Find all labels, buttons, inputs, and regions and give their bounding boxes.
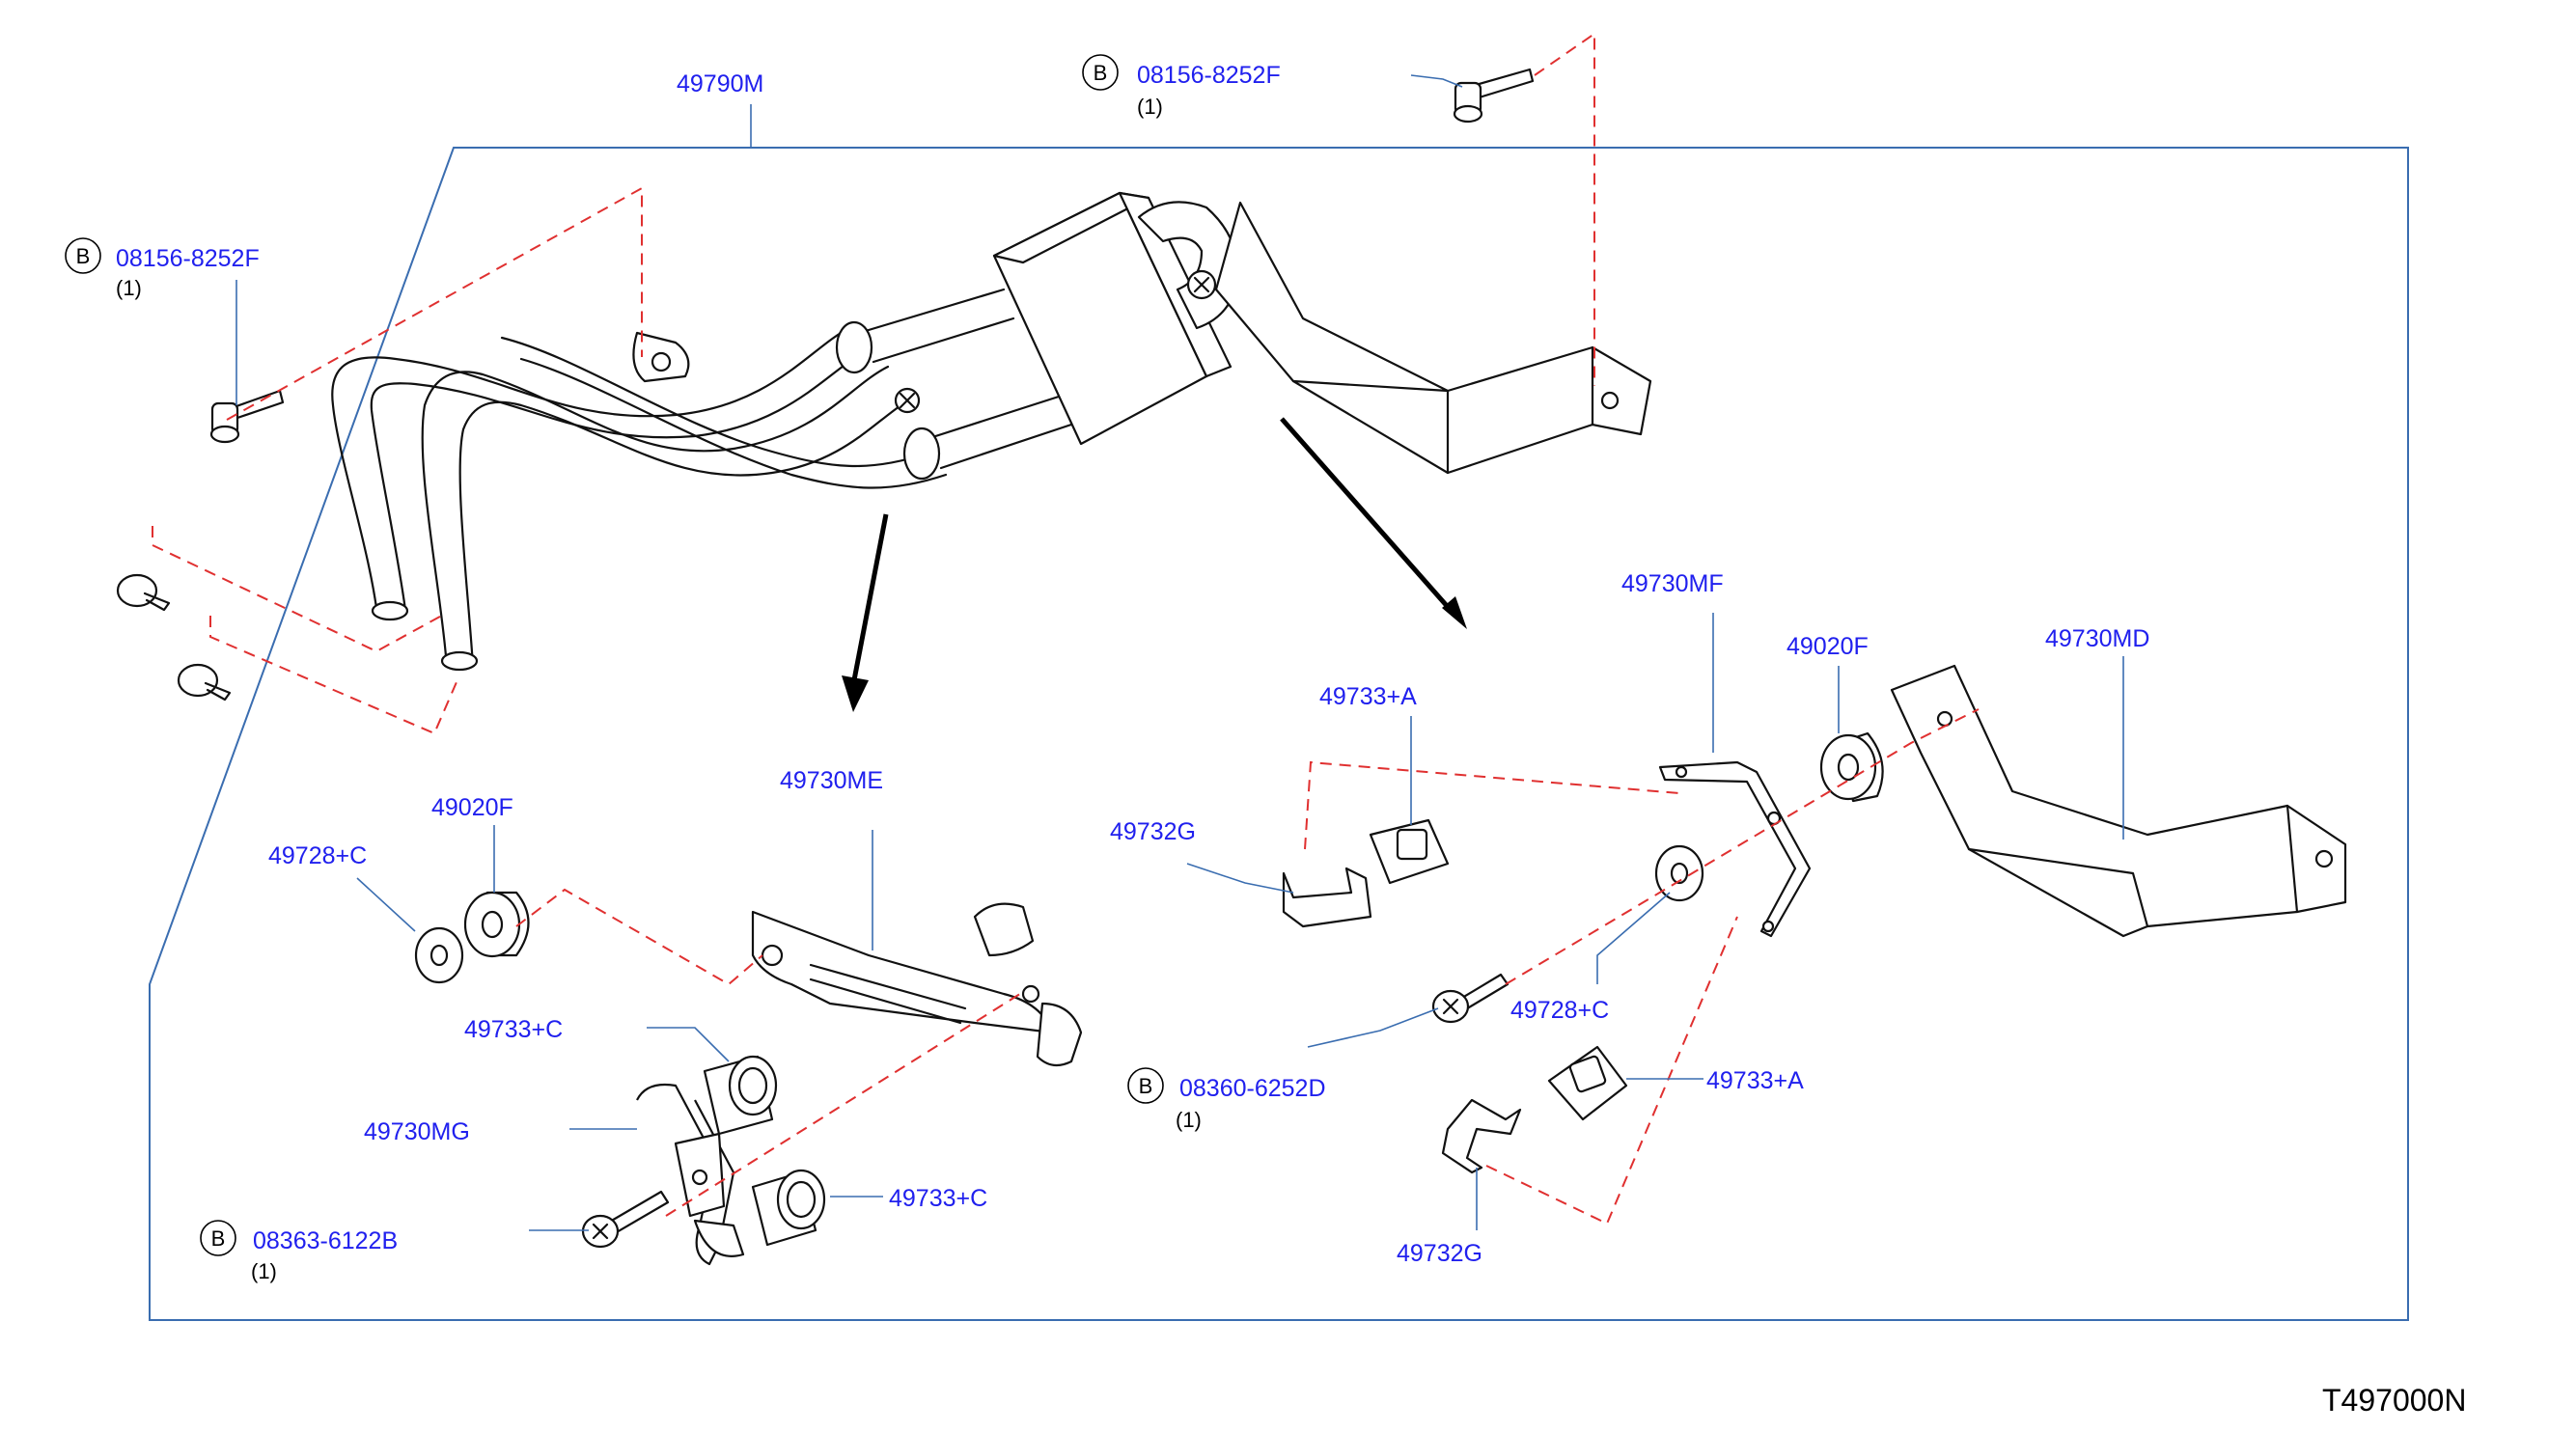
callout-bolt-bottom-left[interactable]: B 08363-6122B (1) (200, 1220, 398, 1283)
bracket-md-icon (1890, 664, 2347, 938)
label-grommet-right[interactable]: 49020F (1787, 633, 1869, 660)
callout-bolt-left[interactable]: B 08156-8252F (1) (65, 237, 260, 300)
oil-cooler-assembly (331, 191, 1652, 672)
arrow-to-left-detail-icon (842, 513, 889, 712)
label-clamp-c-upper[interactable]: 49733+C (464, 1016, 563, 1043)
callout-bolt-right[interactable]: B 08360-6252D (1) (1127, 1067, 1326, 1132)
clip-upper-icon (1282, 867, 1372, 928)
bracket-mf-icon (1658, 760, 1812, 938)
label-bolt-left: 08156-8252F (116, 245, 260, 272)
hose-clamp-upper-icon (116, 573, 171, 612)
assembly-frame (149, 147, 2409, 1321)
label-clip-lower[interactable]: 49732G (1397, 1240, 1482, 1267)
washer-left-icon (414, 926, 464, 984)
label-bolt-top: 08156-8252F (1137, 62, 1281, 89)
label-clamp-a-lower[interactable]: 49733+A (1706, 1067, 1804, 1094)
bolt-left-icon (209, 389, 285, 444)
clamp-c-upper-icon (703, 1055, 778, 1136)
label-assembly[interactable]: 49790M (677, 70, 763, 97)
label-bolt-bottom-left: 08363-6122B (253, 1227, 398, 1254)
bolt-right-icon (1431, 973, 1510, 1024)
label-bracket-mf[interactable]: 49730MF (1621, 570, 1724, 597)
label-grommet-left[interactable]: 49020F (431, 794, 513, 821)
bolt-top-icon (1453, 68, 1535, 124)
bolt-marker-top: B (1094, 61, 1108, 85)
label-clamp-c-lower[interactable]: 49733+C (889, 1185, 987, 1212)
bracket-me-icon (751, 902, 1083, 1067)
grommet-right-icon (1819, 731, 1884, 803)
label-washer-right[interactable]: 49728+C (1510, 997, 1609, 1024)
clamp-a-lower-icon (1547, 1045, 1628, 1121)
washer-right-icon (1654, 844, 1704, 902)
label-washer-left[interactable]: 49728+C (268, 842, 367, 869)
bracket-mg-icon (636, 1083, 745, 1266)
bolt-marker-right: B (1139, 1074, 1153, 1098)
label-bolt-right: 08360-6252D (1179, 1075, 1326, 1102)
bolt-bottom-left-icon (581, 1190, 670, 1249)
label-clip-upper[interactable]: 49732G (1110, 818, 1196, 845)
qty-bolt-left: (1) (116, 276, 142, 300)
arrow-to-right-detail-icon (1280, 417, 1467, 629)
callout-bolt-top[interactable]: B 08156-8252F (1) (1082, 54, 1281, 119)
label-bracket-me[interactable]: 49730ME (780, 767, 883, 794)
qty-bolt-right: (1) (1176, 1108, 1202, 1132)
bolt-marker-bottom-left: B (211, 1226, 226, 1251)
qty-bolt-top: (1) (1137, 95, 1163, 119)
label-clamp-a-upper[interactable]: 49733+A (1319, 683, 1417, 710)
label-bracket-mg[interactable]: 49730MG (364, 1118, 470, 1145)
label-bracket-md[interactable]: 49730MD (2045, 625, 2149, 652)
qty-bolt-bottom-left: (1) (251, 1259, 277, 1283)
clip-lower-icon (1441, 1098, 1522, 1174)
hose-clamp-lower-icon (177, 663, 232, 702)
clamp-a-upper-icon (1369, 818, 1450, 885)
bolt-marker-left: B (76, 244, 91, 268)
grommet-left-icon (463, 891, 530, 958)
diagram-code: T497000N (2322, 1383, 2466, 1418)
clamp-c-lower-icon (751, 1169, 826, 1247)
